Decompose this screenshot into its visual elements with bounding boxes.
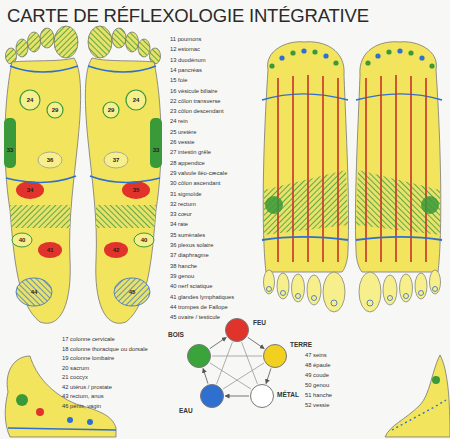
element-name: MÉTAL [277,391,299,398]
legend-list-item: 18 colonne thoracique ou dorsale [62,346,148,353]
callout-number: 35 [133,187,140,193]
legend-list-item: 49 coude [305,372,329,379]
legend-list-item: 21 coccyx [62,374,88,381]
element-circle: MÉTAL [250,384,274,408]
callout-number: 40 [141,237,148,243]
legend-list-item: 30 côlon ascendant [170,180,220,187]
callout-number: 36 [47,157,54,163]
legend-list-item: 45 ovaire / testicule [170,314,220,321]
zone-green [432,376,440,384]
legend-list-item: 11 poumons [170,36,201,43]
foot-sole-left [4,26,81,323]
callout-number: 40 [19,237,26,243]
legend-list-item: 15 foie [170,77,187,84]
legend-list-item: 43 rectum, anus [62,393,104,400]
element-circle: BOIS [187,344,211,368]
callout-number: 45 [129,289,136,295]
callout-number: 33 [153,147,160,153]
legend-list-item: 25 uretère [170,129,196,136]
legend-list-item: 38 hanche [170,263,197,270]
element-name: BOIS [168,331,184,338]
legend-list-item: 46 pénis, vagin [62,403,101,410]
control-line [242,342,258,384]
element-name: TERRE [290,341,312,348]
legend-list-item: 34 rate [170,221,188,228]
zone-green [16,394,28,406]
control-line [217,342,233,384]
foot-side-lateral [385,355,450,437]
spine-line [8,428,116,430]
legend-list-item: 41 glandes lymphatiques [170,294,234,301]
cycle-arrow [210,337,227,348]
legend-list-item: 33 cœur [170,211,192,218]
legend-list-item: 28 appendice [170,160,205,167]
cycle-arrow [266,368,271,383]
point-dot [67,417,73,423]
element-circle: FEU [225,318,249,342]
element-name: EAU [179,407,193,414]
point-dot [87,419,93,425]
legend-list-item: 44 trompes de Fallope [170,304,228,311]
callout-number: 24 [133,97,140,103]
callout-number: 29 [108,107,115,113]
legend-list-item: 12 estomac [170,46,200,53]
legend-list-item: 51 hanche [305,392,332,399]
callout-number: 24 [27,97,34,103]
callout-number: 33 [7,147,14,153]
legend-list-item: 36 plexus solaire [170,242,214,249]
legend-list-item: 40 nerf sciatique [170,283,213,290]
legend-list-item: 39 genou [170,273,194,280]
cycle-arrow [203,368,208,383]
legend-list-item: 52 vessie [305,402,330,409]
zone-red [36,408,44,416]
legend-list-item: 47 seins [305,352,327,359]
legend-list-item: 50 genou [305,382,329,389]
legend-list-item: 19 colonne lombaire [62,355,114,362]
legend-list-item: 29 valvule iléo-cæcale [170,170,227,177]
cycle-arrow [225,396,249,397]
legend-list-item: 42 utérus / prostate [62,384,112,391]
foot-side-medial [5,356,116,437]
cycle-arrow [248,337,265,348]
chart-title: CARTE DE RÉFLEXOLOGIE INTÉGRATIVE [7,5,369,27]
foot-dorsal-left [262,42,349,312]
callout-number: 44 [31,289,38,295]
legend-list-item: 23 côlon descendant [170,108,224,115]
legend-list-item: 24 rein [170,118,188,125]
legend-list-item: 35 surrénales [170,232,205,239]
element-circle: TERRE [263,344,287,368]
legend-list-item: 32 rectum [170,201,196,208]
legend-list-item: 20 sacrum [62,365,89,372]
legend-list-item: 16 vésicule biliaire [170,88,217,95]
legend-list-item: 14 pancréas [170,67,202,74]
legend-list-item: 48 épaule [305,362,330,369]
legend-list-item: 17 colonne cervicale [62,336,115,343]
element-circle: EAU [200,384,224,408]
legend-list-item: 31 sigmoïde [170,191,202,198]
callout-number: 37 [113,157,120,163]
callout-number: 29 [52,107,59,113]
legend-list-item: 22 côlon transverse [170,98,221,105]
legend-list-item: 37 diaphragme [170,252,209,259]
legend-list-item: 27 intestin grêle [170,149,211,156]
callout-number: 34 [27,187,34,193]
foot-dorsal-right [355,42,442,312]
legend-list-item: 13 duodénum [170,57,205,64]
control-line [212,356,262,357]
callout-number: 42 [113,247,120,253]
element-name: FEU [253,319,266,326]
legend-list-item: 26 vessie [170,139,195,146]
callout-number: 41 [47,247,54,253]
point-line [392,400,446,430]
foot-sole-right [85,26,162,323]
